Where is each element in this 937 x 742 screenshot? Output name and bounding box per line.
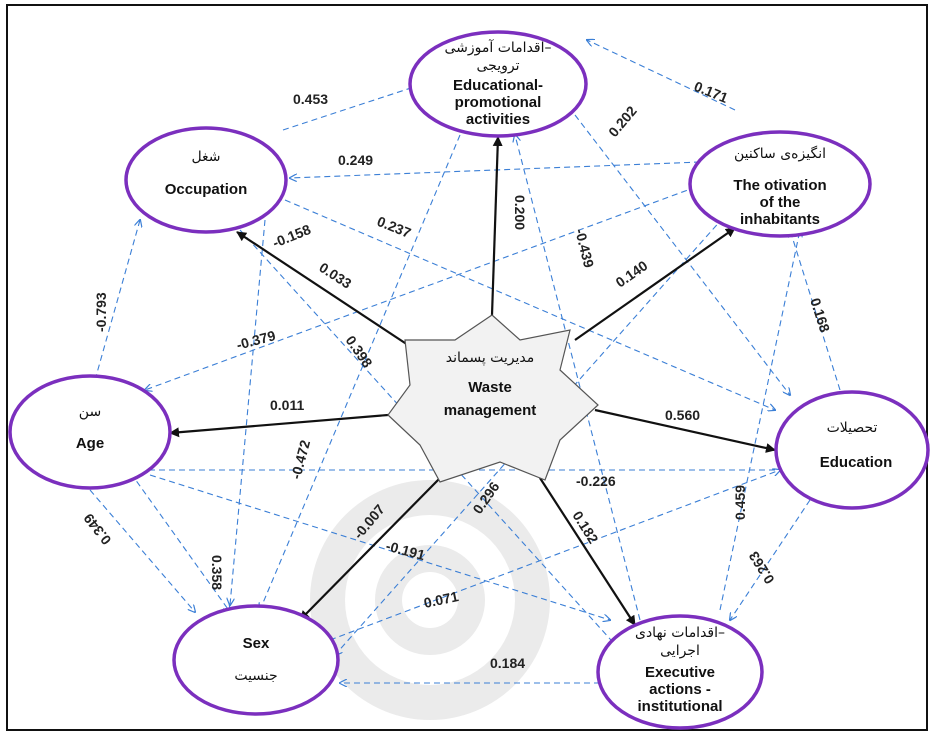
coef-occupation-educational: 0.453 [293,91,328,107]
coef-motivation-educational: 0.171 [692,78,731,106]
svg-text:Age: Age [76,435,104,452]
svg-text:The otivation: The otivation [733,177,826,194]
svg-text:ترویجی: ترویجی [477,58,520,74]
dash-age-executive [149,474,610,620]
dash-occupation-education [284,199,775,410]
arrow-waste-motivation [574,227,736,341]
arrow-waste-occupation [236,231,409,346]
path-arrows [169,136,776,626]
coef-occupation-executive: 0.398 [343,333,376,371]
dash-motivation-occupation [290,161,701,178]
svg-text:activities: activities [466,111,530,128]
node-age: سن Age [8,374,172,490]
coef-executive-sex: 0.184 [490,655,525,671]
node-motivation: انگیزه‌ی ساکنین The otivation of the inh… [688,130,872,238]
arrow-waste-sex [299,477,441,621]
coef-age-occupation: -0.793 [93,292,109,332]
svg-text:Educational-: Educational- [453,77,543,94]
coef-occupation-education: 0.237 [375,213,414,241]
coef-executive-motivation: 0.459 [732,485,748,520]
correlation-lines [89,40,841,683]
coef-waste-educational: 0.200 [512,195,528,230]
svg-text:جنسیت: جنسیت [234,668,277,684]
dash-motivation-age [145,179,716,390]
coef-age-sex: 0.349 [80,510,114,548]
coef-education-motivation: 0.168 [807,296,833,334]
coef-educational-education: 0.202 [605,103,640,140]
dash-educational-education [574,114,790,395]
coef-age-sex-cross: 0.358 [209,555,225,590]
coef-waste-education: 0.560 [665,407,700,423]
svg-text:سن: سن [79,404,101,420]
coef-waste-occupation: 0.033 [316,259,354,292]
svg-text:اقدامات آموزشی–: اقدامات آموزشی– [445,39,552,56]
dash-occupation-educational [282,85,420,131]
node-executive: اقدامات نهادی– اجرایی Executive actions … [596,614,764,730]
node-sex: Sex جنسیت [172,604,340,716]
arrow-waste-educational [490,136,503,316]
dash-education-motivation [790,230,841,391]
dash-motivation-sex [335,209,731,655]
node-education: تحصیلات Education [774,390,930,510]
svg-text:of the: of the [760,194,801,211]
coef-waste-motivation: 0.140 [613,257,651,290]
svg-text:actions -: actions - [649,681,711,698]
svg-text:انگیزه‌ی ساکنین: انگیزه‌ی ساکنین [734,145,826,162]
coef-motivation-occupation: 0.249 [338,152,373,168]
dash-executive-educational [515,135,641,621]
node-waste-management: مدیریت پسماند Waste management [387,314,599,483]
dash-executive-motivation [719,230,800,611]
svg-text:Sex: Sex [243,635,270,652]
svg-text:Occupation: Occupation [165,181,248,198]
dash-sex-education [329,470,780,641]
coef-motivation-age: -0.379 [235,327,278,353]
svg-text:شغل: شغل [191,149,220,165]
node-occupation: شغل Occupation [124,126,288,234]
dash-occupation-sex [230,219,266,605]
coef-waste-age: 0.011 [270,397,304,413]
svg-text:اجرایی: اجرایی [660,643,700,659]
coef-executive-educational: -0.439 [572,227,597,270]
coef-education-executive: 0.263 [745,549,777,587]
svg-text:تحصیلات: تحصیلات [827,420,878,436]
dash-education-executive [730,499,811,620]
arrow-waste-executive [539,477,636,626]
svg-text:Waste: Waste [468,379,512,396]
arrow-waste-age [169,413,389,438]
dash-educational-sex [260,134,461,610]
dash-age-sex [89,489,195,612]
dash-motivation-educational [587,40,736,111]
dash-age-occupation [94,220,140,381]
dash-age-sex-cross [124,464,230,612]
svg-text:management: management [444,402,537,419]
coef-educational-sex: -0.472 [287,438,313,481]
coef-education-age: -0.226 [576,473,616,489]
svg-text:مدیریت پسماند: مدیریت پسماند [446,350,535,366]
svg-text:institutional: institutional [638,698,723,715]
node-educational: اقدامات آموزشی– ترویجی Educational- prom… [408,30,588,138]
coef-sex-education: 0.071 [422,588,460,611]
coef-waste-executive: 0.182 [569,508,601,546]
svg-text:inhabitants: inhabitants [740,211,820,228]
svg-text:Education: Education [820,454,893,471]
svg-text:اقدامات نهادی–: اقدامات نهادی– [635,625,725,641]
svg-text:promotional: promotional [455,94,542,111]
svg-text:Executive: Executive [645,664,715,681]
coef-occupation-sex: -0.158 [270,221,313,251]
arrow-waste-education [594,408,776,453]
